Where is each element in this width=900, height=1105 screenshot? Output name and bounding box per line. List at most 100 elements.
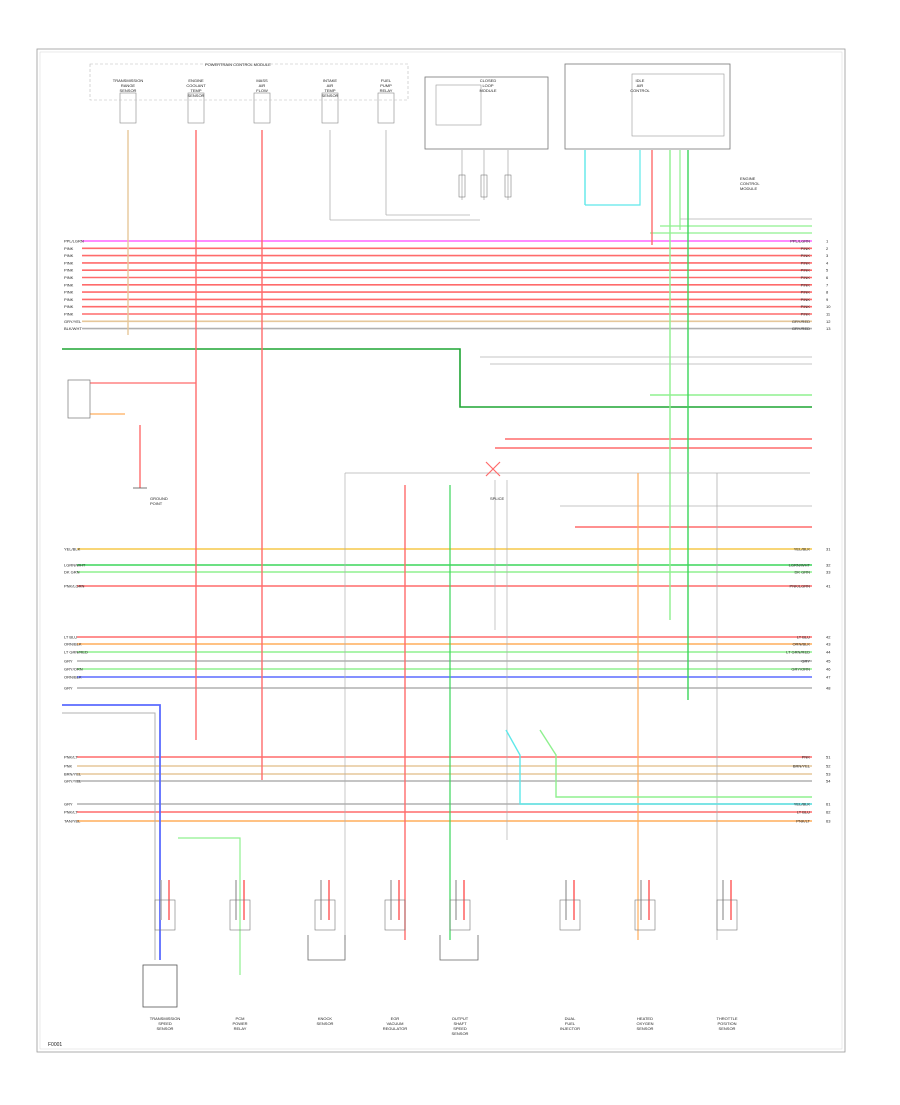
- lower-bus-label-left: DK GRN: [64, 570, 80, 575]
- bottom-bus-pin: 52: [826, 764, 831, 769]
- bus-wire-label-left: PINK: [64, 290, 74, 295]
- bottom-bus-label-left: GRY: [64, 802, 73, 807]
- bottom-bus-label-left: TAN/YEL: [64, 819, 81, 824]
- bus-wire-pin: 10: [826, 304, 831, 309]
- lower-bus-pin: 41: [826, 584, 831, 589]
- lower-bus-label-left: LT GRN/RED: [64, 650, 88, 655]
- bus-wire-pin: 3: [826, 253, 829, 258]
- lower-bus-pin: 48: [826, 686, 831, 691]
- bus-wire-label-right: PPL/LGRN: [790, 239, 810, 244]
- lower-bus-label-left: ORN/BLK: [64, 675, 82, 680]
- bottom-bus-pin: 62: [826, 810, 831, 815]
- bottom-bus-label-right: PNK: [802, 755, 811, 760]
- module-inner-box: [435, 84, 482, 126]
- bottom-bus-pin: 54: [826, 779, 831, 784]
- lower-bus-label-right: YEL/BLK: [794, 547, 811, 552]
- route-wire: [505, 729, 812, 805]
- lower-bus-pin: 33: [826, 570, 831, 575]
- bottom-connector: [559, 899, 581, 931]
- bus-wire-label-left: PINK: [64, 297, 74, 302]
- bottom-bus-label-right: YEL/BLK: [794, 802, 811, 807]
- bottom-bus-label-left: PNK/LT: [64, 810, 78, 815]
- sensor-connector: [253, 92, 271, 124]
- bus-wire-pin: 13: [826, 326, 831, 331]
- sensor-connector: [119, 92, 137, 124]
- figure-id: F0001: [48, 1042, 62, 1048]
- route-wire: [178, 837, 241, 975]
- bus-wire-label-right: PINK: [801, 275, 811, 280]
- lower-bus-label-right: PNK/LGRN: [790, 584, 811, 589]
- diagram-frame: [36, 48, 846, 1053]
- lower-bus-label-right: DK GRN: [794, 570, 810, 575]
- bus-wire-label-left: PINK: [64, 260, 74, 265]
- sensor-connector: [187, 92, 205, 124]
- bus-wire-label-left: BLK/WHT: [64, 326, 82, 331]
- bottom-connector: [634, 899, 656, 931]
- bottom-bus-label-left: GRY/YEL: [64, 779, 82, 784]
- lower-bus-pin: 45: [826, 659, 831, 664]
- lower-bus-label-left: PNK/LGRN: [64, 584, 85, 589]
- bus-wire-label-right: PINK: [801, 246, 811, 251]
- bottom-connector: [716, 899, 738, 931]
- bottom-bus-pin: 51: [826, 755, 831, 760]
- lower-bus-pin: 31: [826, 547, 831, 552]
- lower-bus-label-right: LT BLU: [797, 635, 810, 640]
- bus-wire-pin: 2: [826, 246, 829, 251]
- bus-wire-label-left: PINK: [64, 268, 74, 273]
- bus-wire-pin: 6: [826, 275, 829, 280]
- lower-bus-label-left: LGRN/WHT: [64, 563, 86, 568]
- bottom-bus-pin: 53: [826, 772, 831, 777]
- bus-wire-label-left: PINK: [64, 246, 74, 251]
- bottom-bus-label-left: PNK: [64, 764, 73, 769]
- lower-bus-label-left: GRY: [64, 659, 73, 664]
- sensor-connector: [321, 92, 339, 124]
- bus-wire-label-right: PINK: [801, 268, 811, 273]
- lower-bus-label-left: LT BLU: [64, 635, 77, 640]
- lower-bus-pin: 47: [826, 675, 831, 680]
- bottom-bus-pin: 63: [826, 819, 831, 824]
- lower-bus-pin: 46: [826, 667, 831, 672]
- lower-bus-pin: 42: [826, 635, 831, 640]
- bus-wire-pin: 1: [826, 239, 829, 244]
- relay-box: [564, 63, 731, 150]
- component-group-box: [89, 63, 409, 101]
- bus-wire-label-left: PINK: [64, 304, 74, 309]
- lower-bus-label-right: GRY: [801, 659, 810, 664]
- bus-wire-label-left: PINK: [64, 253, 74, 258]
- bottom-bus-label-left: BRN/YEL: [64, 772, 82, 777]
- bus-wire-pin: 12: [826, 319, 831, 324]
- lower-bus-label-right: LT GRN/RED: [786, 650, 810, 655]
- bus-wire-label-left: PINK: [64, 282, 74, 287]
- bus-wire-label-right: PINK: [801, 297, 811, 302]
- bottom-connector: [314, 899, 336, 931]
- lower-bus-pin: 32: [826, 563, 831, 568]
- bus-wire-label-left: PINK: [64, 312, 74, 317]
- bus-wire-pin: 4: [826, 260, 829, 265]
- bottom-bus-pin: 61: [826, 802, 831, 807]
- bus-wire-label-right: PINK: [801, 290, 811, 295]
- lower-bus-label-left: GRY/ORN: [64, 667, 83, 672]
- lower-bus-pin: 43: [826, 642, 831, 647]
- bus-wire-pin: 7: [826, 282, 829, 287]
- module-connector: [504, 174, 512, 198]
- control-module-box: [424, 76, 549, 150]
- relay-wire: [585, 150, 641, 206]
- route-wire: [539, 729, 812, 798]
- bus-wire-label-left: PINK: [64, 275, 74, 280]
- relay-switch-box: [67, 379, 91, 419]
- annotation-label: SPLICE: [490, 496, 505, 501]
- bottom-bus-label-right: LT BLU: [797, 810, 810, 815]
- bottom-connector: [384, 899, 406, 931]
- bottom-connector: [154, 899, 176, 931]
